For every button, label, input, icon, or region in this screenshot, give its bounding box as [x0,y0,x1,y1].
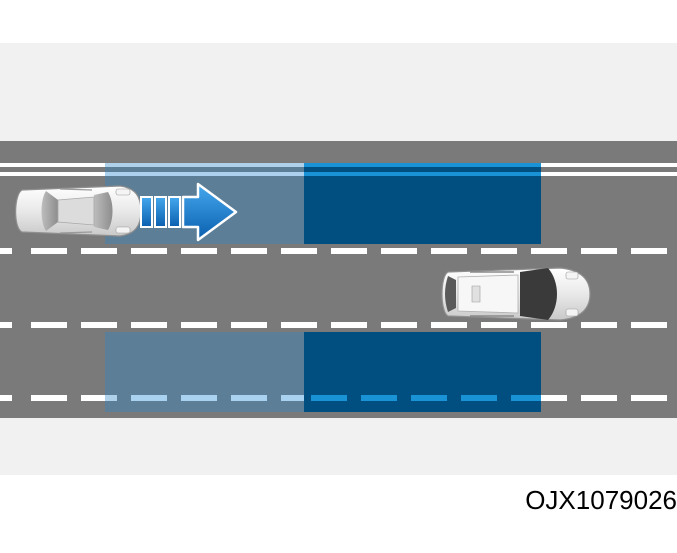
lane-divider-1 [0,248,667,254]
other-vehicle-icon [441,267,591,321]
movement-arrow-icon [140,182,238,242]
own-vehicle-icon [15,185,142,237]
figure-code-caption: OJX1079026 [525,485,677,515]
detection-zone-bottom-dashes [131,395,541,401]
detection-zone-top-line-front [304,163,541,167]
lane-divider-2 [0,322,667,328]
detection-zone-top-front [304,163,541,244]
detection-zone-top-line [105,172,304,176]
detection-zone-top-line-front-2 [304,172,541,176]
